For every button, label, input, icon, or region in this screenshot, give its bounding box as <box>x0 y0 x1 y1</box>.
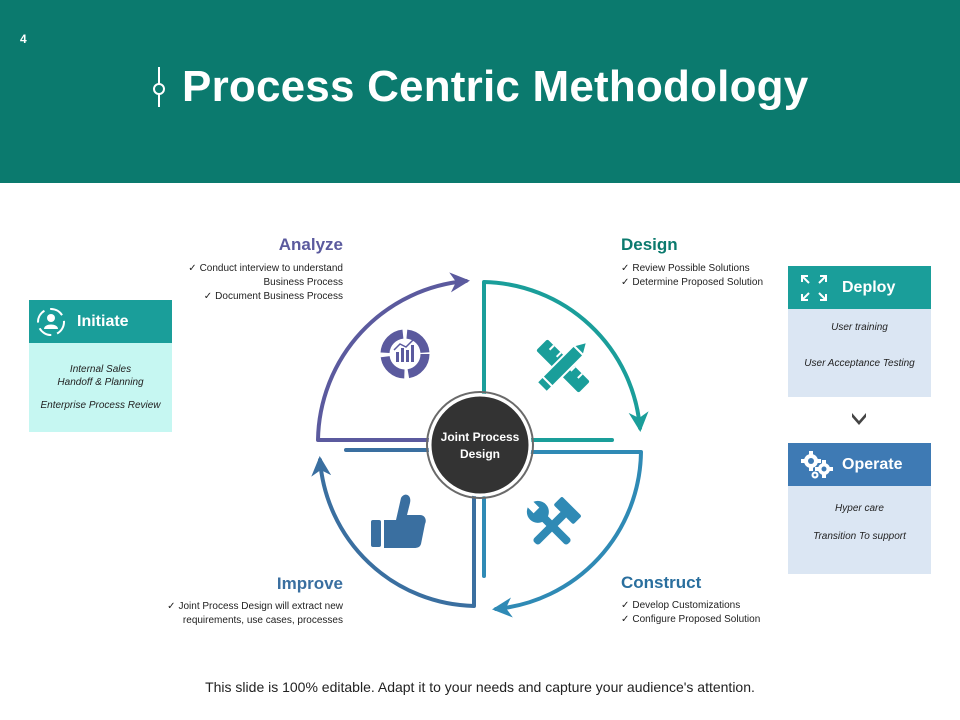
list-item: ✓Conduct interview to understand <box>188 263 343 274</box>
list-item: Hyper care <box>835 503 884 514</box>
deploy-card: Deploy User training User Acceptance Tes… <box>788 266 931 397</box>
analyze-bullets: ✓Conduct interview to understand Busines… <box>123 262 343 304</box>
expand-icon <box>801 274 827 301</box>
list-item: ✓Develop Customizations <box>621 600 741 611</box>
title-marker-icon <box>152 67 165 107</box>
list-item: Enterprise Process Review <box>40 400 161 411</box>
list-item: ✓Joint Process Design will extract new <box>167 601 343 612</box>
center-circle <box>428 393 532 497</box>
construct-title: Construct <box>621 573 702 592</box>
operate-card-body: Hyper care Transition To support <box>788 486 931 574</box>
initiate-card-header: Initiate <box>29 300 172 343</box>
user-cycle-icon <box>37 307 65 336</box>
deploy-card-title: Deploy <box>842 278 896 296</box>
improve-bullets: ✓Joint Process Design will extract new r… <box>123 600 343 628</box>
tools-icon <box>525 497 581 545</box>
list-item: ✓Determine Proposed Solution <box>621 277 764 288</box>
operate-card-header: Operate <box>788 443 931 486</box>
list-item: ✓Review Possible Solutions <box>621 263 750 274</box>
operate-card: Operate Hyper care Transition To support <box>788 443 931 574</box>
deploy-card-body: User training User Acceptance Testing <box>788 309 931 397</box>
chart-donut-icon <box>380 329 430 379</box>
design-title: Design <box>621 235 678 254</box>
initiate-card-title: Initiate <box>77 312 129 330</box>
list-item: Business Process <box>263 277 343 288</box>
list-item: requirements, use cases, processes <box>182 615 343 626</box>
design-bullets: ✓Review Possible Solutions ✓Determine Pr… <box>621 262 791 290</box>
list-item: ✓Configure Proposed Solution <box>621 614 761 625</box>
list-item: Transition To support <box>813 531 906 542</box>
initiate-card-body: Internal Sales Handoff & Planning Enterp… <box>29 343 172 432</box>
page-title: Process Centric Methodology <box>182 62 809 111</box>
gears-icon <box>801 450 833 478</box>
deploy-card-header: Deploy <box>788 266 931 309</box>
list-item: User Acceptance Testing <box>804 358 915 369</box>
operate-card-title: Operate <box>842 455 903 473</box>
construct-bullets: ✓Develop Customizations ✓Configure Propo… <box>621 599 791 627</box>
improve-title: Improve <box>276 574 343 593</box>
title-row: Process Centric Methodology <box>0 62 960 112</box>
thumbs-up-icon <box>371 494 426 548</box>
center-label: Joint Process Design <box>440 430 520 461</box>
list-item: ✓Document Business Process <box>203 291 343 302</box>
initiate-card: Initiate Internal Sales Handoff & Planni… <box>29 300 172 432</box>
page-number: 4 <box>20 32 27 46</box>
list-item: User training <box>831 322 888 333</box>
footer-note: This slide is 100% editable. Adapt it to… <box>205 679 755 695</box>
list-item: Internal Sales <box>69 364 132 375</box>
header-banner: 4 Process Centric Methodology <box>0 0 960 183</box>
pencil-ruler-icon <box>535 339 590 394</box>
chevron-down-icon <box>852 413 866 425</box>
analyze-title: Analyze <box>278 235 343 254</box>
list-item: Handoff & Planning <box>57 377 144 388</box>
